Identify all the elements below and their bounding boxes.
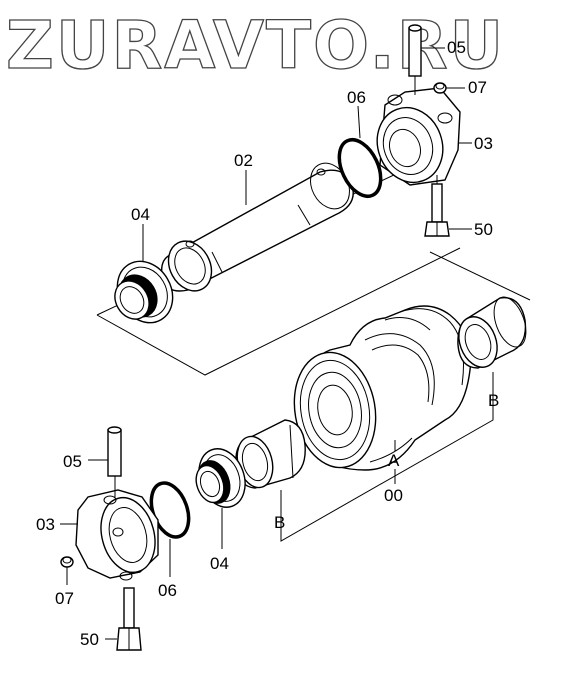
label-pin-top: 05 — [447, 38, 466, 57]
plug-top — [433, 82, 447, 94]
collar-top — [376, 87, 461, 186]
pin-top — [408, 24, 422, 95]
plug-bottom — [60, 556, 74, 568]
floating-seal-bottom — [195, 448, 246, 508]
label-plug-bottom: 07 — [55, 589, 74, 608]
label-pin-bottom: 05 — [63, 452, 82, 471]
bushing-right — [457, 296, 527, 369]
assembly-bracket — [280, 372, 494, 542]
bolt-top — [424, 175, 450, 237]
label-bushing-right: B — [488, 391, 499, 410]
shaft — [160, 162, 354, 292]
label-roller: A — [388, 451, 400, 470]
label-seal-bottom: 04 — [210, 554, 229, 573]
bushing-left — [235, 419, 306, 489]
label-o-ring-bottom: 06 — [158, 581, 177, 600]
collar-bottom — [75, 489, 159, 581]
label-bolt-top: 50 — [474, 220, 493, 239]
track-roller — [293, 305, 472, 471]
label-collar-bottom: 03 — [36, 515, 55, 534]
bolt-bottom — [116, 587, 142, 651]
label-plug-top: 07 — [468, 78, 487, 97]
floating-seal-top — [114, 260, 174, 324]
label-o-ring-top: 06 — [347, 88, 366, 107]
label-bolt-bottom: 50 — [80, 630, 99, 649]
label-bushing-left: B — [274, 513, 285, 532]
label-seal-left: 04 — [131, 205, 150, 224]
label-shaft: 02 — [234, 151, 253, 170]
pin-bottom — [107, 426, 122, 498]
watermark-text: ZURAVTO.RU — [6, 7, 505, 84]
label-assembly: 00 — [384, 486, 403, 505]
label-collar-top: 03 — [474, 134, 493, 153]
o-ring-top — [337, 138, 383, 198]
